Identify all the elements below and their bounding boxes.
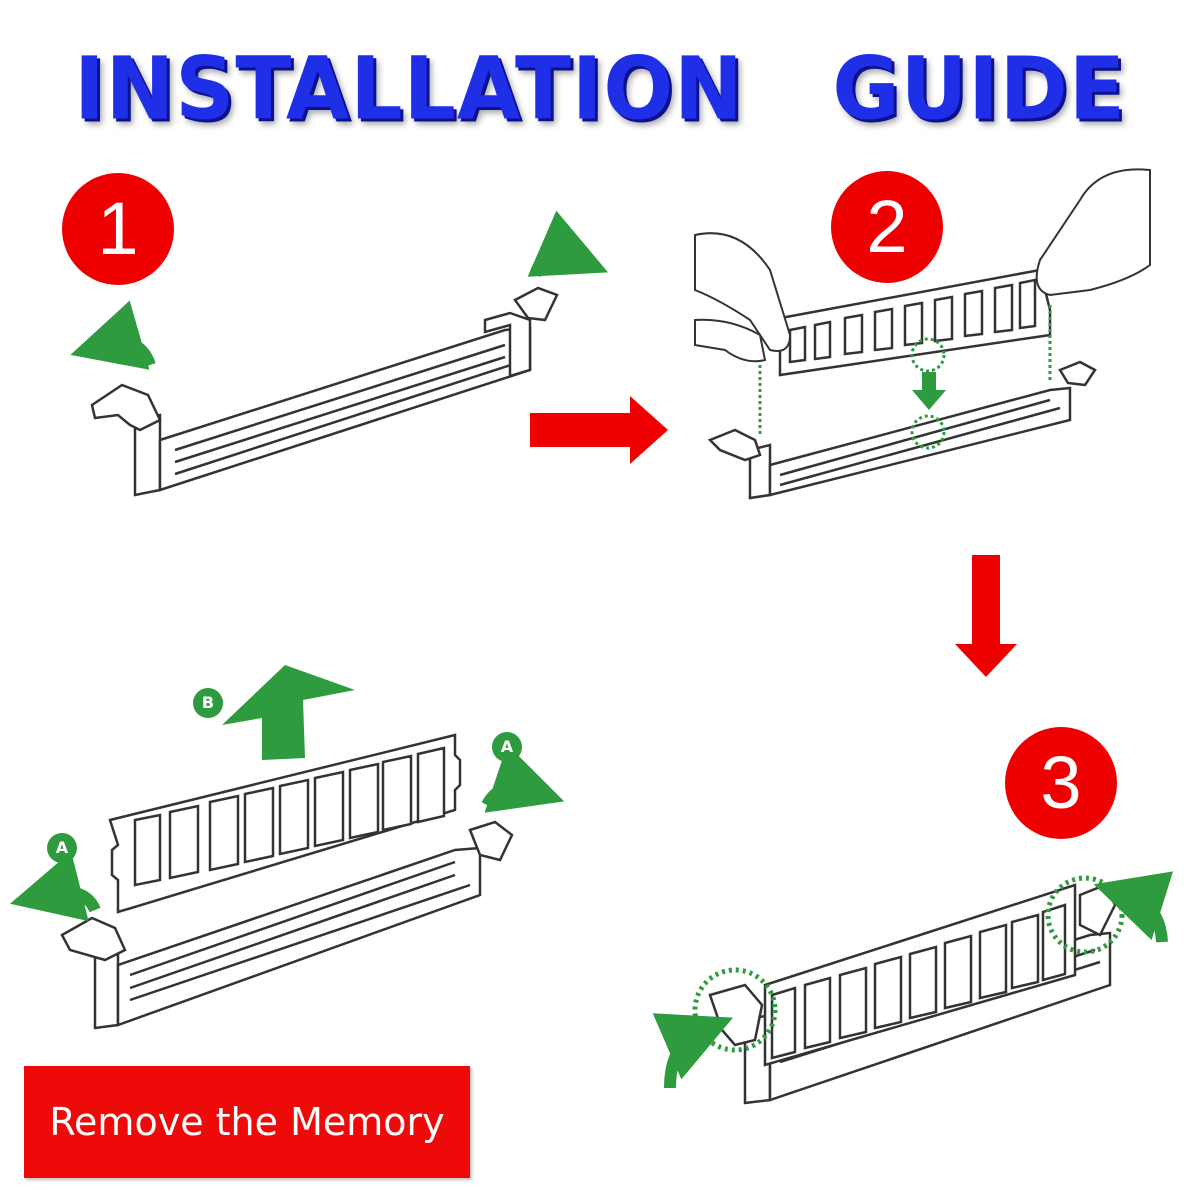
step-3-module xyxy=(763,883,1077,1067)
step-1-badge: 1 xyxy=(62,173,174,285)
step-1-slot xyxy=(133,311,532,497)
step-3-left-close-arrow xyxy=(652,1013,734,1089)
step-2-hands xyxy=(694,168,1151,363)
page-title: INSTALLATION GUIDE xyxy=(74,39,1126,140)
step-3-badge: 3 xyxy=(1005,727,1117,839)
label-b-marker: B xyxy=(193,688,223,718)
step-1-left-latch xyxy=(90,383,162,432)
step-1-right-latch xyxy=(513,286,559,322)
remove-lift-arrow xyxy=(222,665,355,760)
step-2-module xyxy=(768,268,1052,377)
step-2-badge: 2 xyxy=(831,171,943,283)
remove-latches xyxy=(60,820,514,962)
step-2-slot xyxy=(748,386,1072,500)
step-3-right-close-arrow xyxy=(1093,871,1174,943)
remove-memory-button[interactable]: Remove the Memory xyxy=(24,1066,470,1178)
remove-left-latch-arrow xyxy=(10,851,101,922)
remove-module xyxy=(108,733,462,914)
step-1-right-open-arrow xyxy=(527,210,609,278)
label-a-marker-left: A xyxy=(47,833,77,863)
step-2-insert-arrow xyxy=(912,372,946,410)
label-a-marker-right: A xyxy=(492,732,522,762)
flow-arrow-down xyxy=(955,555,1017,677)
flow-arrow-right xyxy=(530,396,668,464)
remove-slot xyxy=(93,846,482,1030)
step-2-alignment-guides xyxy=(758,305,1052,450)
remove-right-latch-arrow xyxy=(481,744,565,813)
step-1-left-open-arrow xyxy=(70,300,156,370)
step-2-latches xyxy=(707,360,1097,462)
